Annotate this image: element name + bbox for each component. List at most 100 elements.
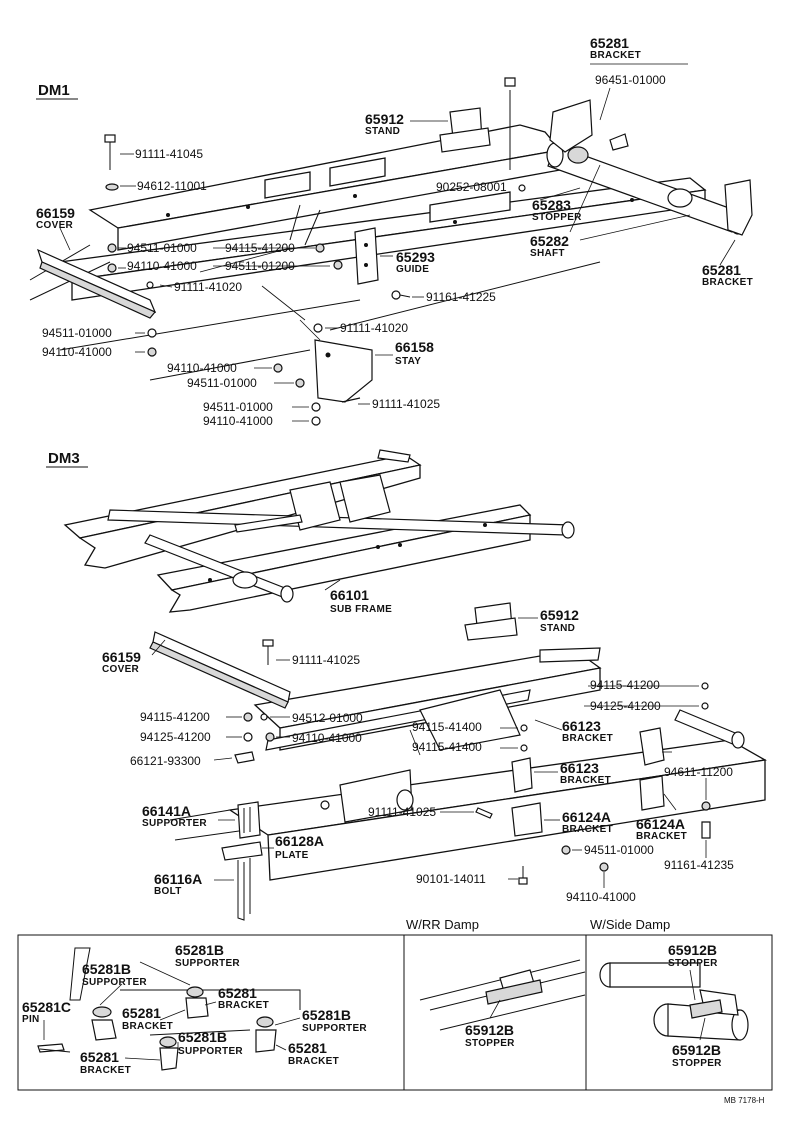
dm3-bracket-124a-name: BRACKET [562, 824, 613, 835]
dm3-bracket-124b-number: 66124A [636, 816, 685, 832]
dm1-bracket-top-name: BRACKET [590, 50, 641, 61]
rr-stopper-name: STOPPER [465, 1038, 515, 1049]
dm3-supporter-number: 66141A [142, 803, 191, 819]
dm1-stay-number: 66158 [395, 339, 434, 355]
dm3-bracket-123b-name: BRACKET [560, 775, 611, 786]
dm1-guide-part [354, 227, 379, 285]
inset-sup-right-number: 65281B [302, 1007, 351, 1023]
rr-damp-title: W/RR Damp [406, 917, 479, 932]
dm3-stand-number: 65912 [540, 607, 579, 623]
inset-panel: W/RR Damp W/Side Damp [17, 917, 773, 1091]
dm3-brackets [221, 727, 665, 921]
dm1-bracket-right-name: BRACKET [702, 277, 753, 288]
inset-border [17, 934, 773, 1091]
dm1-bracket-top-number: 65281 [590, 35, 629, 51]
dm3-cover-number: 66159 [102, 649, 141, 665]
dm3-bracket-123a-name: BRACKET [562, 733, 613, 744]
side-stopper-bot-number: 65912B [672, 1042, 721, 1058]
dm1-bracket-right-number: 65281 [702, 262, 741, 278]
dm1-p96451: 96451-01000 [595, 73, 666, 87]
dm1-stay-name: STAY [395, 356, 421, 367]
inset-sup-right-name: SUPPORTER [302, 1023, 367, 1034]
dm1-frame-drawing [29, 124, 707, 381]
dm1-guide-name: GUIDE [396, 264, 429, 275]
dm1-cover-name: COVER [36, 220, 74, 231]
side-stopper-top-name: STOPPER [668, 958, 718, 969]
inset-sup-mid-name: SUPPORTER [178, 1046, 243, 1057]
dm1-cover-number: 66159 [36, 205, 75, 221]
dm1-title: DM1 [38, 82, 70, 99]
dm1-p94110-b: 94110-41000 [42, 345, 112, 359]
dm1-p94612-11001: 94612-11001 [137, 179, 207, 193]
inset-sup-top-name: SUPPORTER [175, 958, 240, 969]
inset-labels: 65281B SUPPORTER 65281B SUPPORTER 65281C… [22, 942, 367, 1076]
dm3-bracket-123a-number: 66123 [562, 718, 601, 734]
dm1-p94110-a: 94110-41000 [127, 259, 197, 273]
inset-br-b-name: BRACKET [122, 1021, 173, 1032]
dm1-p94511-e: 94511-01000 [203, 400, 273, 414]
inset-bracket-drawing [37, 947, 301, 1071]
dm3-p90101: 90101-14011 [416, 872, 486, 886]
inset-br-d-name: BRACKET [80, 1065, 131, 1076]
dm3-bolt-number: 66116A [154, 871, 202, 887]
dm1-p94511-b: 94511-01200 [225, 259, 295, 273]
dm1-p94110-c: 94110-41000 [167, 361, 237, 375]
dm1-p91111-41020-a: 91111-41020 [174, 280, 242, 294]
dm3-sub-frame-drawing [63, 449, 575, 613]
inset-sup-left-name: SUPPORTER [82, 977, 147, 988]
dm1-stopper-name: STOPPER [532, 212, 582, 223]
inset-sup-mid-number: 65281B [178, 1029, 227, 1045]
dm1-cover-part [36, 248, 157, 319]
dm3-plate-name: PLATE [275, 850, 309, 861]
inset-pin-number: 65281C [22, 999, 71, 1015]
dm3-p94115-a: 94115-41200 [590, 678, 660, 692]
dm1-stopper-number: 65283 [532, 197, 571, 213]
dm1-stand-name: STAND [365, 126, 400, 137]
dm3-p94115-b: 94115-41200 [140, 710, 210, 724]
inset-br-a-number: 65281 [218, 985, 257, 1001]
dm3-cover-name: COVER [102, 664, 140, 675]
dm1-p91111-41025: 91111-41025 [372, 397, 440, 411]
dm1-stay-part [314, 339, 373, 403]
side-stopper-bot-name: STOPPER [672, 1058, 722, 1069]
reference-code: MB 7178-H [724, 1096, 765, 1105]
dm3-bracket-124a-number: 66124A [562, 809, 611, 825]
dm3-plate-number: 66128A [275, 833, 324, 849]
dm1-shaft-assembly [504, 77, 753, 236]
dm1-p90252: 90252-08001 [436, 180, 507, 194]
dm1-p91161: 91161-41225 [426, 290, 496, 304]
dm1-shaft-number: 65282 [530, 233, 569, 249]
dm3-sub-frame-number: 66101 [330, 587, 369, 603]
dm3-title: DM3 [48, 450, 80, 467]
inset-br-c-number: 65281 [288, 1040, 327, 1056]
side-stopper-top-number: 65912B [668, 942, 717, 958]
inset-br-d-number: 65281 [80, 1049, 119, 1065]
dm3-stand-part [464, 602, 518, 641]
side-damp-drawing: 65912B STOPPER 65912B STOPPER [599, 942, 749, 1069]
dm3-bracket-124b-name: BRACKET [636, 831, 687, 842]
dm3-p91111-41025-b: 91111-41025 [368, 805, 436, 819]
dm3-p91161: 91161-41235 [664, 858, 734, 872]
dm1-stand-number: 65912 [365, 111, 404, 127]
inset-pin-name: PIN [22, 1014, 40, 1025]
dm1-labels: 65281 BRACKET 96451-01000 65912 STAND 91… [36, 35, 753, 428]
dm1-leaders [59, 63, 736, 422]
dm1-shaft-name: SHAFT [530, 248, 565, 259]
dm3-leaders [151, 579, 707, 888]
dm1-p94110-d: 94110-41000 [203, 414, 273, 428]
rr-stopper-number: 65912B [465, 1022, 514, 1038]
dm1-fasteners [104, 134, 526, 426]
dm3-bolt-name: BOLT [154, 886, 182, 897]
dm1-p94511-c: 94511-01000 [42, 326, 112, 340]
side-damp-title: W/Side Damp [590, 917, 670, 932]
inset-sup-left-number: 65281B [82, 961, 131, 977]
dm3-p94125-b: 94125-41200 [140, 730, 211, 744]
dm1-stand-part [439, 107, 491, 153]
dm1-p94511-a: 94511-01000 [127, 241, 197, 255]
dm3-p94511: 94511-01000 [584, 843, 654, 857]
inset-sup-top-number: 65281B [175, 942, 224, 958]
dm3-stand-name: STAND [540, 623, 575, 634]
dm3-labels: 66101 SUB FRAME 65912 STAND 66159 COVER … [102, 587, 734, 904]
dm3-p94115-41400-a: 94115-41400 [412, 720, 482, 734]
